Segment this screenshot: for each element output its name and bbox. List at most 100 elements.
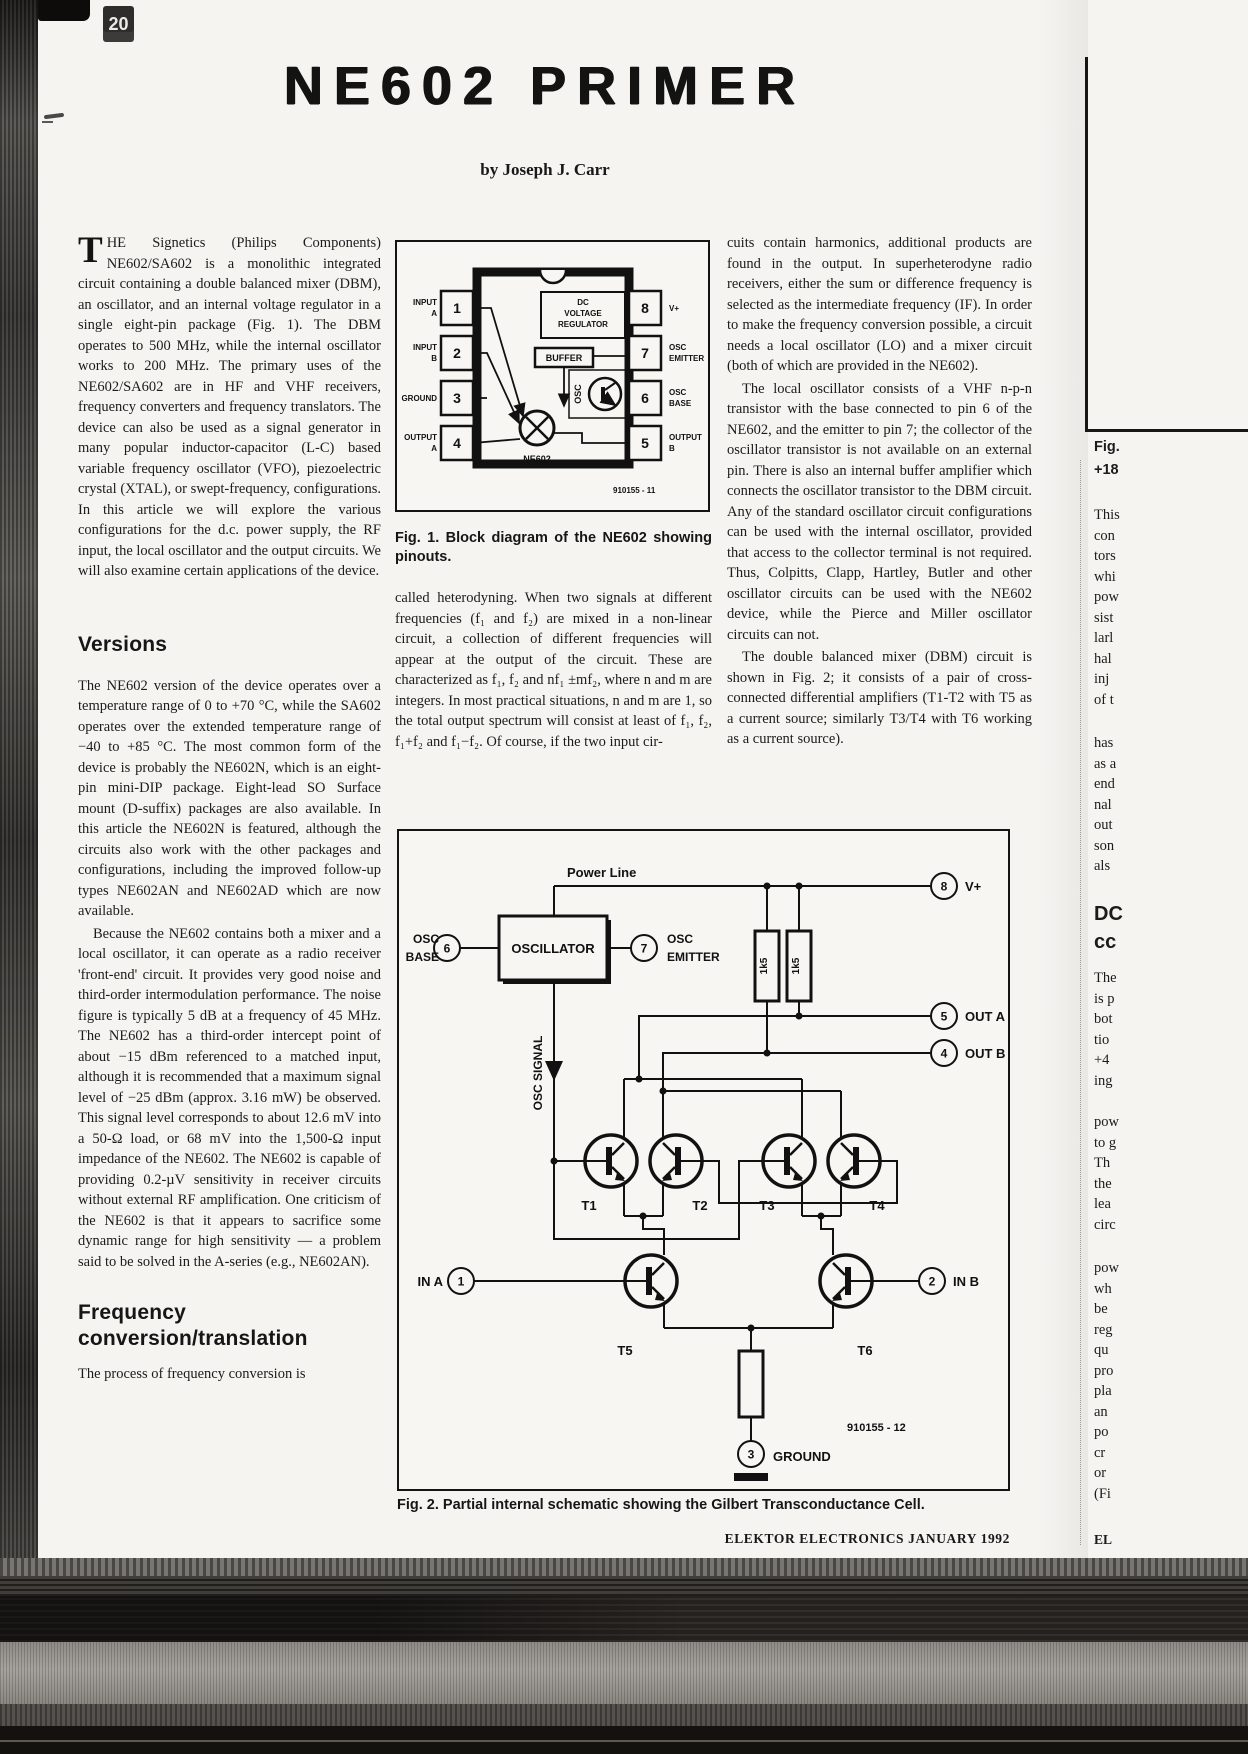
power-line-label: Power Line: [567, 865, 636, 880]
svg-text:OSC: OSC: [669, 388, 687, 397]
svg-text:BASE: BASE: [669, 399, 692, 408]
emitter-resistor: [737, 1349, 765, 1419]
fig2-junction-dots: [550, 882, 825, 1332]
pin-5-number: 5: [641, 435, 649, 451]
voltage-regulator-box: [540, 291, 626, 339]
col3-paragraph-3: The double balanced mixer (DBM) circuit …: [727, 649, 1032, 747]
frequency-paragraph: The process of frequency conversion is: [78, 1366, 306, 1382]
pin-1-number: 1: [453, 300, 461, 316]
margin-pencil-mark-small: [42, 121, 53, 123]
in-a-label: IN A: [417, 1274, 443, 1289]
next-page-caption-fragment: Fig. +18: [1094, 439, 1120, 478]
svg-text:A: A: [431, 444, 437, 453]
fig2-pin-circles: 6 7 8 5 4 1 2 3: [433, 872, 958, 1468]
page-gutter-dotted-line: [1080, 460, 1081, 1545]
article-byline: by Joseph J. Carr: [480, 160, 610, 179]
scan-band-transition: [0, 1558, 1248, 1576]
svg-text:OUTPUT: OUTPUT: [404, 433, 437, 442]
svg-text:OUTPUT: OUTPUT: [669, 433, 702, 442]
out-b-label: OUT B: [965, 1046, 1005, 1061]
margin-pencil-mark: [43, 112, 65, 120]
svg-text:GROUND: GROUND: [401, 394, 437, 403]
transistor-t5: [623, 1253, 679, 1309]
chip-label: NE602: [523, 454, 551, 464]
svg-text:OSC: OSC: [669, 343, 687, 352]
scan-corner-artifact: [38, 0, 90, 21]
next-page-figure-border-horizontal: [1085, 429, 1248, 432]
osc-emitter-label-1: OSC: [667, 932, 693, 946]
pin2-circle-number: 2: [929, 1275, 936, 1289]
next-page-text-fragment-1: This con tors whi pow sist larl hal inj …: [1094, 507, 1120, 708]
fig2-ref-number: 910155 - 12: [847, 1422, 906, 1434]
osc-rotated-label: OSC: [573, 384, 583, 404]
ground-label: GROUND: [773, 1449, 831, 1464]
fig1-ref-number: 910155 - 11: [613, 486, 656, 495]
buffer-label: BUFFER: [546, 353, 583, 363]
fig1-svg: 1 2 3 4 8 7 6 5 INPUT: [401, 267, 704, 495]
t2-label: T2: [692, 1198, 707, 1213]
heading-versions: Versions: [78, 632, 168, 656]
pin-6-number: 6: [641, 390, 649, 406]
osc-signal-label: OSC SIGNAL: [531, 1036, 545, 1111]
next-page-heading-fragment: DC cc: [1094, 903, 1123, 953]
transistor-t2: [648, 1133, 704, 1189]
fig1-right-pins: 8 7 6 5: [627, 289, 663, 462]
text-column-3: cuits contain harmonics, additional prod…: [727, 233, 1032, 750]
pin5-circle-number: 5: [941, 1010, 948, 1024]
versions-paragraph-1: The NE602 version of the device operates…: [78, 677, 381, 920]
svg-text:INPUT: INPUT: [413, 343, 437, 352]
transistor-t1: [583, 1133, 639, 1189]
text-column-2: 1 2 3 4 8 7 6 5 INPUT: [395, 240, 712, 752]
reg-line-1: DC: [577, 298, 589, 307]
svg-text:B: B: [669, 444, 675, 453]
fig1-left-pins: 1 2 3 4: [439, 289, 475, 462]
pin-2-number: 2: [453, 345, 461, 361]
resistor-2-value: 1k5: [791, 957, 802, 974]
t3-label: T3: [759, 1198, 774, 1213]
article-title: NE602 PRIMER: [283, 56, 807, 116]
resistor-1-value: 1k5: [759, 957, 770, 974]
osc-emitter-label-2: EMITTER: [667, 950, 720, 964]
transistor-t4: [826, 1133, 882, 1189]
scan-band-dark-streaks: [0, 1576, 1248, 1596]
pin6-circle-number: 6: [444, 942, 451, 956]
pin8-circle-number: 8: [941, 880, 948, 894]
next-page-text-fragment-3: The is p bot tio +4 ing: [1094, 970, 1117, 1089]
next-page-text-fragment-5: pow wh be reg qu pro pla an po cr or (Fi: [1094, 1260, 1119, 1502]
reg-line-2: VOLTAGE: [564, 309, 602, 318]
pin7-circle-number: 7: [641, 942, 648, 956]
ground-bar: [734, 1473, 768, 1481]
next-page-footer-fragment: EL: [1094, 1532, 1113, 1547]
film-edge-strip: [0, 0, 38, 1754]
pin4-circle-number: 4: [941, 1047, 948, 1061]
pin-7-number: 7: [641, 345, 649, 361]
osc-base-label-2: BASE: [406, 950, 439, 964]
svg-text:INPUT: INPUT: [413, 298, 437, 307]
osc-base-label-1: OSC: [413, 932, 439, 946]
versions-paragraph-2: Because the NE602 contains both a mixer …: [78, 925, 381, 1270]
pin3-circle-number: 3: [748, 1448, 755, 1462]
svg-text:B: B: [431, 354, 437, 363]
figure-1-caption: Fig. 1. Block diagram of the NE602 showi…: [395, 530, 712, 565]
column-2-paragraph: called heterodyning. When two signals at…: [395, 590, 712, 750]
transistor-t3: [761, 1133, 817, 1189]
resistor-1k5-left: [753, 929, 781, 1003]
pin1-circle-number: 1: [458, 1275, 465, 1289]
scan-band-gray-grain: [0, 1642, 1248, 1704]
t1-label: T1: [581, 1198, 596, 1213]
next-page-text-fragment-2: has as a end nal out son als: [1094, 735, 1117, 874]
t4-label: T4: [869, 1198, 885, 1213]
fig2-svg: OSCILLATOR 1k5 1k5 T1 T2 T3 T4 T5 T6: [406, 865, 1006, 1481]
scan-band-light-line: [0, 1740, 1248, 1742]
scan-band-mid-dark: [0, 1704, 1248, 1726]
next-page-text-fragment-4: pow to g Th the lea circ: [1094, 1114, 1119, 1233]
pin-3-number: 3: [453, 390, 461, 406]
svg-text:A: A: [431, 309, 437, 318]
transistor-t6: [818, 1253, 874, 1309]
next-page-figure-border-vertical: [1085, 57, 1088, 432]
v-plus-label: V+: [965, 879, 982, 894]
out-a-label: OUT A: [965, 1009, 1006, 1024]
pin-4-number: 4: [453, 435, 461, 451]
